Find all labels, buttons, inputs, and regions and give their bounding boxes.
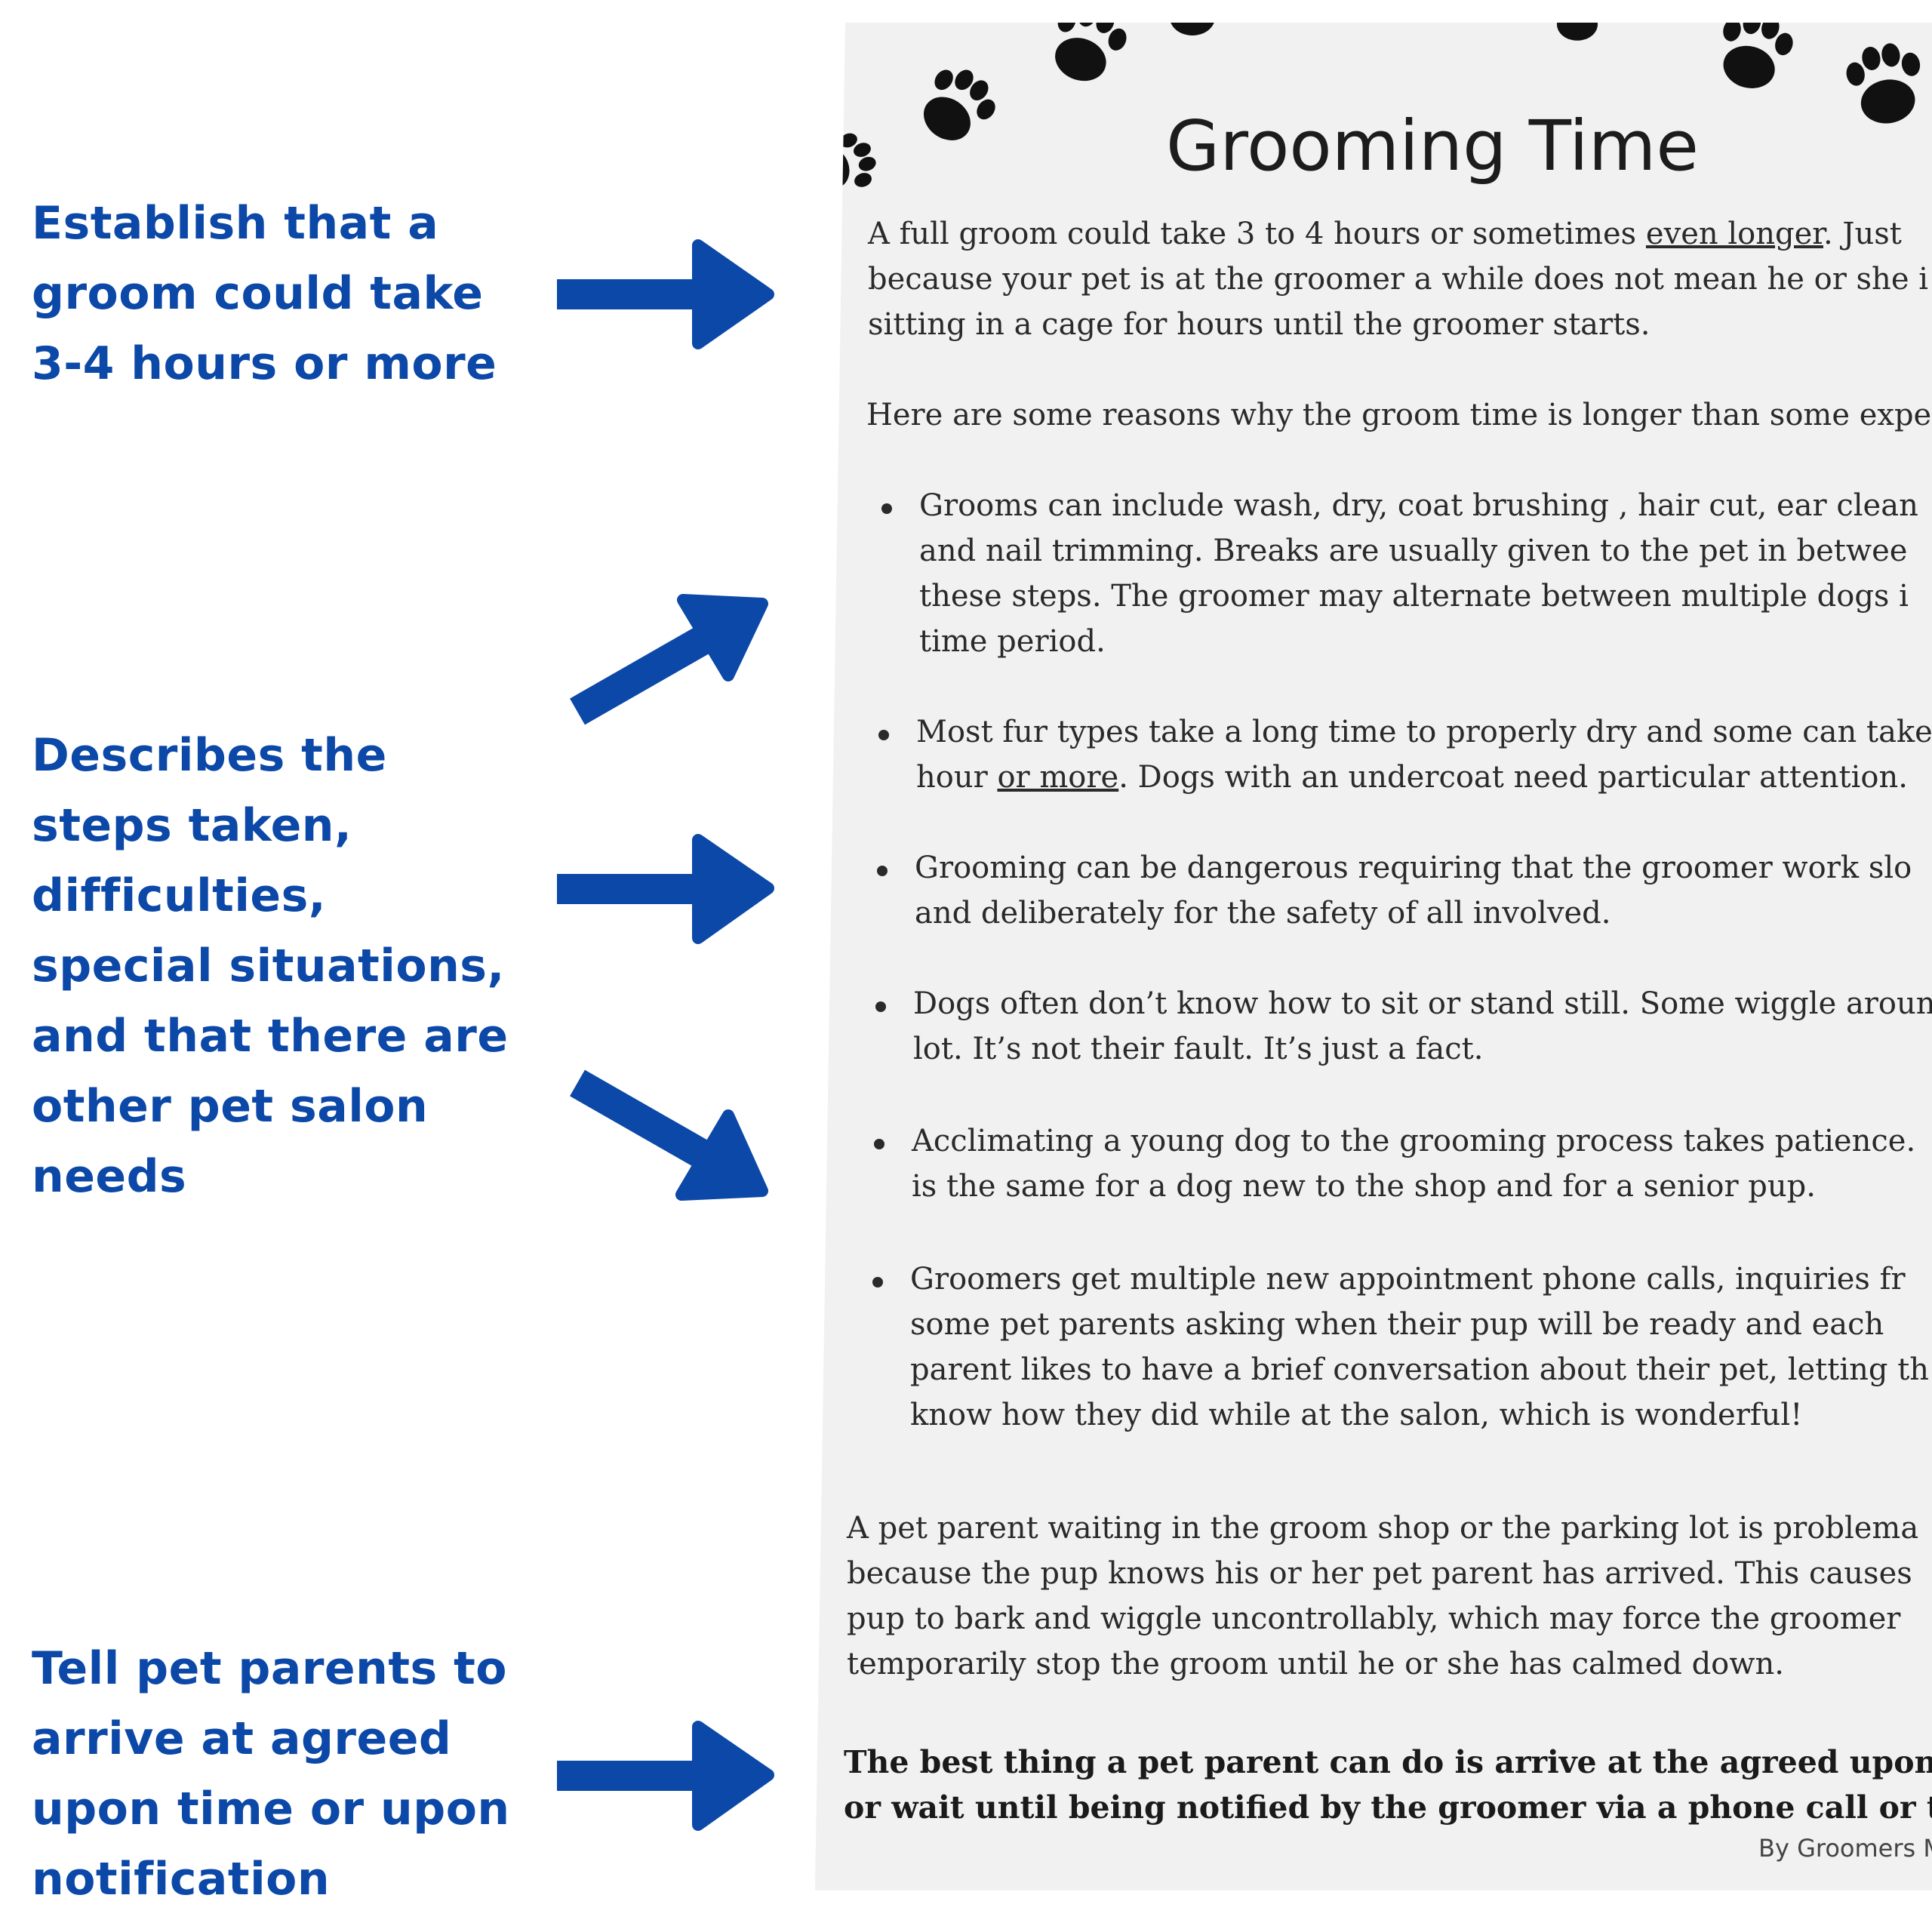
arrow-right-icon [557, 239, 774, 349]
waiting-paragraph: A pet parent waiting in the groom shop o… [847, 1506, 1918, 1687]
bullet-dot [874, 1139, 884, 1149]
annotation-line: arrive at agreed [32, 1712, 452, 1765]
closing-bold-paragraph: The best thing a pet parent can do is ar… [844, 1740, 1932, 1830]
paw-icon [1842, 38, 1930, 130]
bullet-line: these steps. The groomer may alternate b… [919, 579, 1909, 614]
paw-icon [1041, 23, 1134, 92]
annotation-line: Describes the [32, 729, 387, 782]
annotation-arrival-time: Tell pet parents to arrive at agreed upo… [32, 1634, 510, 1915]
annotation-line: needs [32, 1150, 187, 1203]
bullet-dot [872, 1277, 883, 1287]
annotation-steps-difficulties: Describes the steps taken, difficulties,… [32, 721, 509, 1212]
arrow-right-icon [557, 834, 774, 944]
paragraph-line: or wait until being notified by the groo… [844, 1789, 1932, 1826]
byline: By Groomers M [1758, 1834, 1932, 1863]
annotation-line: notification [32, 1853, 331, 1906]
bullet-line: parent likes to have a brief conversatio… [910, 1352, 1930, 1387]
annotation-line: upon time or upon [32, 1783, 510, 1835]
bullet-line: lot. It’s not their fault. It’s just a f… [913, 1032, 1484, 1066]
reasons-intro: Here are some reasons why the groom time… [866, 398, 1932, 432]
underlined-text: even longer [1645, 217, 1823, 251]
annotation-groom-duration: Establish that a groom could take 3-4 ho… [32, 189, 497, 399]
annotation-line: difficulties, [32, 869, 327, 922]
paragraph-line: because the pup knows his or her pet par… [847, 1556, 1912, 1591]
bullet-line: is the same for a dog new to the shop an… [912, 1169, 1816, 1204]
bullet-line: and nail trimming. Breaks are usually gi… [919, 534, 1908, 568]
bullet-grooming-steps: Grooms can include wash, dry, coat brush… [919, 483, 1918, 664]
underlined-text: or more [997, 760, 1119, 795]
bullet-phone-calls: Groomers get multiple new appointment ph… [910, 1257, 1929, 1438]
paragraph-line: because your pet is at the groomer a whi… [868, 262, 1928, 297]
bullet-acclimating: Acclimating a young dog to the grooming … [912, 1118, 1915, 1209]
bullet-line: Groomers get multiple new appointment ph… [910, 1262, 1906, 1297]
bullet-drying-time: Most fur types take a long time to prope… [916, 709, 1932, 800]
paw-icon [815, 128, 883, 201]
bullet-stand-still: Dogs often don’t know how to sit or stan… [913, 981, 1932, 1072]
bullet-line: some pet parents asking when their pup w… [910, 1307, 1884, 1342]
annotation-line: groom could take [32, 267, 484, 320]
paragraph-line: A full groom could take 3 to 4 hours or … [868, 217, 1902, 251]
arrow-right-icon [557, 1721, 774, 1831]
bullet-dot [877, 866, 888, 876]
bullet-line: Grooming can be dangerous requiring that… [915, 851, 1912, 885]
bullet-line: Dogs often don’t know how to sit or stan… [913, 986, 1932, 1021]
arrow-down-right-icon [570, 1069, 768, 1201]
annotation-line: special situations, [32, 940, 505, 992]
annotation-line: Tell pet parents to [32, 1642, 508, 1695]
paragraph-line: A pet parent waiting in the groom shop o… [847, 1511, 1919, 1546]
bullet-line: Acclimating a young dog to the grooming … [912, 1124, 1916, 1158]
paw-icon [1550, 23, 1606, 41]
bullet-line: time period. [919, 624, 1106, 659]
arrow-up-right-icon [570, 594, 768, 725]
paw-icon [1162, 23, 1224, 35]
paragraph-line: temporarily stop the groom until he or s… [847, 1647, 1784, 1681]
paw-icon [908, 57, 1006, 155]
annotation-line: Establish that a [32, 197, 439, 250]
document-page: Grooming Time A full groom could take 3 … [815, 23, 1932, 1890]
annotation-line: 3-4 hours or more [32, 337, 497, 390]
bullet-line: hour or more. Dogs with an undercoat nee… [916, 760, 1908, 795]
bullet-line: Most fur types take a long time to prope… [916, 715, 1932, 749]
annotation-line: steps taken, [32, 799, 352, 852]
bullet-safety: Grooming can be dangerous requiring that… [915, 845, 1912, 936]
paragraph-line: The best thing a pet parent can do is ar… [844, 1744, 1932, 1780]
bullet-line: Grooms can include wash, dry, coat brush… [919, 488, 1918, 523]
intro-paragraph: A full groom could take 3 to 4 hours or … [868, 211, 1928, 347]
paragraph-line: sitting in a cage for hours until the gr… [868, 307, 1651, 342]
paw-icon [1710, 23, 1799, 97]
paragraph-line: pup to bark and wiggle uncontrollably, w… [847, 1601, 1901, 1636]
bullet-line: and deliberately for the safety of all i… [915, 896, 1611, 931]
bullet-dot [875, 1001, 886, 1012]
annotation-line: other pet salon [32, 1080, 429, 1133]
page-title: Grooming Time [1166, 106, 1699, 186]
annotation-line: and that there are [32, 1010, 509, 1063]
bullet-dot [878, 730, 889, 740]
bullet-dot [881, 503, 892, 514]
bullet-line: know how they did while at the salon, wh… [910, 1398, 1803, 1432]
